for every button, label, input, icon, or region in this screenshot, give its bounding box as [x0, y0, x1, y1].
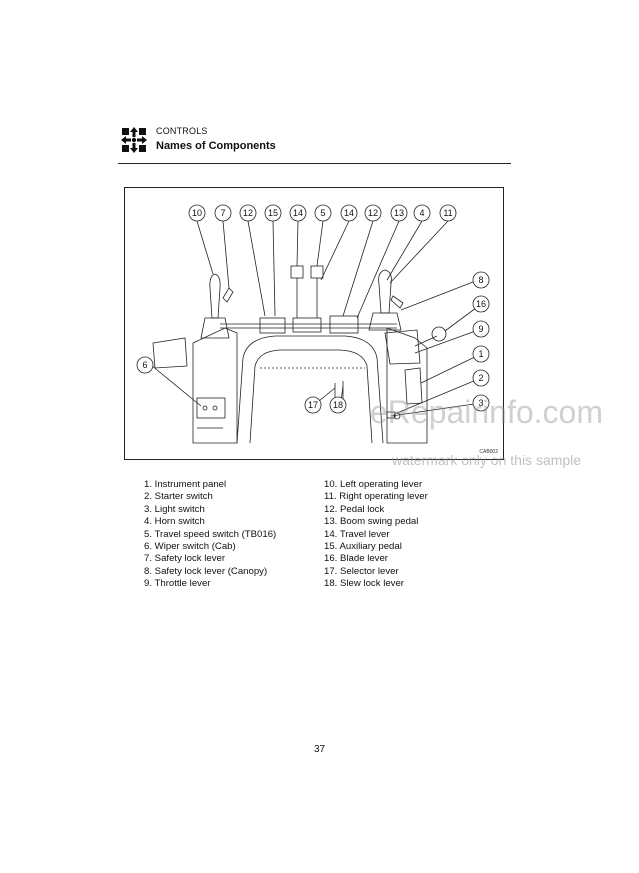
left-operating-lever	[209, 273, 221, 319]
legend-item: 18. Slew lock lever	[324, 578, 404, 590]
legend-item: 12. Pedal lock	[324, 503, 385, 515]
callout-9: 9	[478, 324, 483, 334]
callout-12a: 12	[243, 208, 253, 218]
right-operating-lever	[378, 269, 392, 314]
callout-15: 15	[268, 208, 278, 218]
right-travel-lever-grip	[310, 265, 324, 279]
callout-5: 5	[320, 208, 325, 218]
floor-inner	[249, 349, 373, 444]
callout-6: 6	[142, 360, 147, 370]
legend-item: 7. Safety lock lever	[144, 553, 226, 565]
right-console	[386, 327, 428, 444]
legend-item: 9. Throttle lever	[144, 578, 211, 590]
legend-item: 2. Starter switch	[144, 491, 213, 503]
legend-item: 10. Left operating lever	[324, 479, 423, 490]
controls-section-icon	[120, 126, 148, 154]
section-label: CONTROLS	[156, 126, 208, 136]
wiper-switch-panel	[196, 397, 226, 419]
legend-item: 13. Boom swing pedal	[324, 516, 419, 528]
legend-item: 5. Travel speed switch (TB016)	[144, 528, 277, 540]
page-number: 37	[313, 744, 326, 755]
callout-17: 17	[308, 400, 318, 410]
callout-3: 3	[478, 398, 483, 408]
callout-1: 1	[478, 349, 483, 359]
auxiliary-pedal	[259, 317, 286, 334]
legend-item: 14. Travel lever	[324, 528, 390, 540]
callout-4: 4	[419, 208, 424, 218]
watermark-brand: eRepairinfo.com	[370, 394, 603, 430]
callout-13: 13	[394, 208, 404, 218]
callout-8: 8	[478, 275, 483, 285]
callout-14b: 14	[344, 208, 354, 218]
callout-7: 7	[220, 208, 225, 218]
legend-item: 16. Blade lever	[324, 553, 388, 565]
legend-item: 17. Selector lever	[324, 565, 399, 577]
callout-18: 18	[333, 400, 343, 410]
legend-item: 15. Auxiliary pedal	[324, 541, 402, 553]
legend-item: 1. Instrument panel	[144, 479, 227, 490]
callout-10: 10	[192, 208, 202, 218]
legend-item: 3. Light switch	[144, 503, 205, 515]
floor-frame	[236, 335, 384, 444]
boom-swing-pedal	[329, 315, 359, 334]
cab-controls-drawing: 10 7 12 15 14 5 14 12 13 4 11 8 16 9 1 2…	[136, 204, 490, 444]
left-console	[192, 327, 238, 444]
header-divider	[118, 163, 511, 164]
controls-diagram: 10 7 12 15 14 5 14 12 13 4 11 8 16 9 1 2…	[124, 187, 504, 460]
legend-item: 4. Horn switch	[144, 516, 205, 528]
left-armrest	[152, 337, 188, 369]
throttle-knob	[431, 326, 447, 342]
page-title: Names of Components	[156, 140, 276, 152]
legend-item: 8. Safety lock lever (Canopy)	[144, 565, 268, 577]
legend-right-column: 10. Left operating lever 11. Right opera…	[324, 479, 428, 591]
watermark-note: watermark only on this sample	[392, 452, 582, 468]
legend-item: 6. Wiper switch (Cab)	[144, 541, 236, 553]
callout-16: 16	[476, 299, 486, 309]
safety-lock-lever	[222, 287, 234, 303]
right-armrest	[384, 329, 421, 365]
figure-code: CAB002	[479, 449, 498, 455]
travel-pedals	[292, 317, 322, 333]
callout-12b: 12	[368, 208, 378, 218]
legend-left-column: 1. Instrument panel 2. Starter switch 3.…	[144, 479, 276, 591]
callout-14a: 14	[293, 208, 303, 218]
callout-2: 2	[478, 373, 483, 383]
legend-item: 11. Right operating lever	[324, 491, 428, 503]
left-travel-lever-grip	[290, 265, 304, 279]
callout-11: 11	[443, 208, 452, 218]
